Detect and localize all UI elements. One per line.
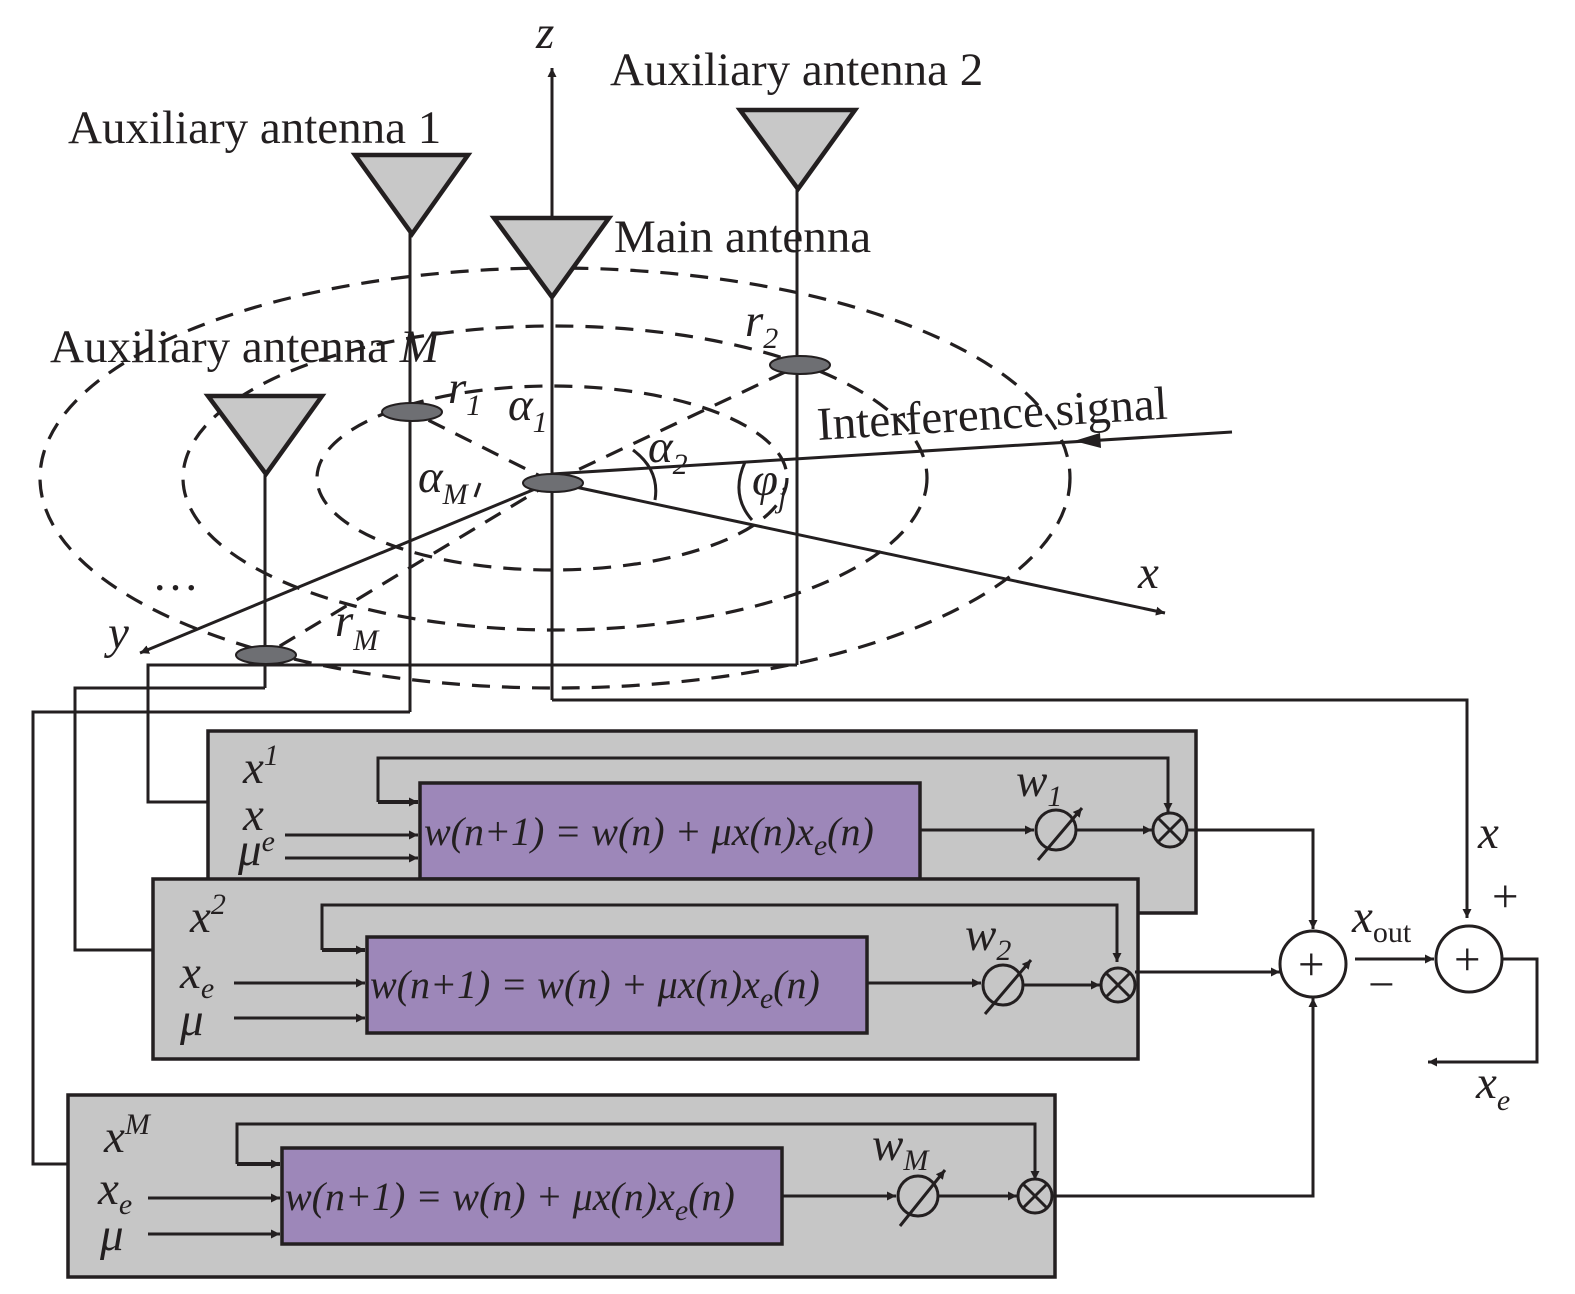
wire-ch1-to-sum1	[1187, 828, 1318, 929]
axis-x-label: x	[1137, 547, 1159, 599]
wire-main-to-sum2	[552, 698, 1472, 918]
channel-1-weight-label: w1	[1016, 755, 1062, 813]
plus-sign: +	[1492, 871, 1519, 923]
antenna-auxM-label: Auxiliary antenna M	[50, 321, 442, 373]
wire-error-feedback	[1428, 957, 1539, 1067]
angle-phi-j-label: φj	[752, 454, 786, 514]
channel-M-panel: xM xe μ w(n+1) = w(n) + μx(n)xe(n) wM	[66, 1093, 1057, 1279]
channel-M-weight-label: wM	[872, 1119, 930, 1177]
xout-label: xout	[1351, 891, 1412, 949]
antenna-aux1-label: Auxiliary antenna 1	[68, 102, 441, 154]
channel-M-equation: w(n+1) = w(n) + μx(n)xe(n)	[285, 1174, 735, 1227]
interference-arrowhead	[1074, 433, 1101, 448]
antenna-aux2-label: Auxiliary antenna 2	[610, 44, 983, 96]
channel-2-xe-label: xe	[179, 947, 214, 1005]
bypass-wire-2	[320, 903, 1122, 962]
x-axis	[551, 480, 1166, 616]
channel-2-mu-label: μ	[179, 994, 204, 1046]
summer-1-symbol: +	[1298, 939, 1325, 991]
channel-1-mu-label: μe	[237, 824, 275, 876]
wire-chM-to-sum1	[1052, 998, 1318, 1198]
error-xe-label: xe	[1475, 1057, 1510, 1117]
angle-arcs	[473, 448, 754, 521]
axis-z-label: z	[535, 7, 554, 59]
y-axis	[139, 480, 553, 655]
lms-block-1	[418, 781, 922, 881]
channel-1-equation: w(n+1) = w(n) + μx(n)xe(n)	[424, 809, 874, 862]
radius-r1-label: r1	[448, 362, 481, 422]
weight-2-adjust	[983, 959, 1033, 1015]
weight-M-adjust	[898, 1169, 947, 1227]
multiplier-2-icon	[1099, 966, 1137, 1004]
feed-point-auxM	[235, 645, 297, 665]
ellipsis-label: …	[152, 549, 199, 601]
bypass-wire-M	[235, 1122, 1040, 1180]
channel-M-mu-label: μ	[99, 1209, 124, 1261]
channel-M-xe-label: xe	[97, 1163, 132, 1221]
lms-block-M	[280, 1146, 784, 1246]
angle-alpha2-label: α2	[648, 421, 688, 481]
channel-2-equation: w(n+1) = w(n) + μx(n)xe(n)	[370, 962, 820, 1015]
lms-block-2	[365, 935, 869, 1035]
summer-1-icon	[1278, 929, 1348, 999]
channel-M-input-label: xM	[103, 1108, 152, 1163]
channel-1-input-label: x1	[242, 739, 279, 794]
angle-alphaM-label: αM	[418, 451, 470, 511]
radius-r2-label: r2	[745, 295, 778, 355]
radius-rM-label: rM	[335, 595, 380, 657]
summing-network: + + xout − + x xe	[1052, 807, 1539, 1198]
minus-sign: −	[1368, 959, 1395, 1011]
radius-line-r2	[551, 363, 801, 484]
bypass-wire-1	[376, 756, 1173, 812]
feed-point-aux1	[381, 402, 443, 422]
arc-alphaM	[473, 482, 482, 498]
antenna-auxM-icon	[203, 393, 327, 478]
main-input-x-label: x	[1477, 807, 1499, 859]
arc-phi-j	[737, 461, 754, 521]
interference-line	[551, 430, 1233, 476]
feed-point-aux2	[769, 355, 831, 375]
weight-1-adjust	[1036, 807, 1084, 861]
inner-ring	[315, 384, 789, 572]
axis-y-label: y	[104, 607, 129, 659]
antenna-aux1-icon	[350, 152, 473, 238]
channel-2-panel: x2 xe μ w(n+1) = w(n) + μx(n)xe(n) w2	[151, 877, 1140, 1061]
feed-points	[235, 355, 831, 665]
channel-2-weight-label: w2	[965, 909, 1011, 967]
radius-line-r1	[411, 410, 553, 484]
arc-alpha2	[632, 448, 658, 501]
antenna-main-label: Main antenna	[614, 211, 871, 263]
antennas	[203, 107, 860, 478]
summer-2-symbol: +	[1454, 934, 1481, 986]
antenna-aux2-icon	[735, 107, 860, 193]
angle-alpha1-label: α1	[508, 379, 548, 439]
feed-point-center	[522, 473, 584, 493]
channel-2-input-label: x2	[189, 888, 226, 943]
antenna-auxM-var: M	[399, 321, 442, 373]
channel-1-xe-label: x	[242, 789, 264, 841]
antenna-main-icon	[489, 215, 614, 301]
antenna-auxM-prefix: Auxiliary antenna	[50, 321, 400, 373]
middle-ring	[181, 324, 929, 632]
